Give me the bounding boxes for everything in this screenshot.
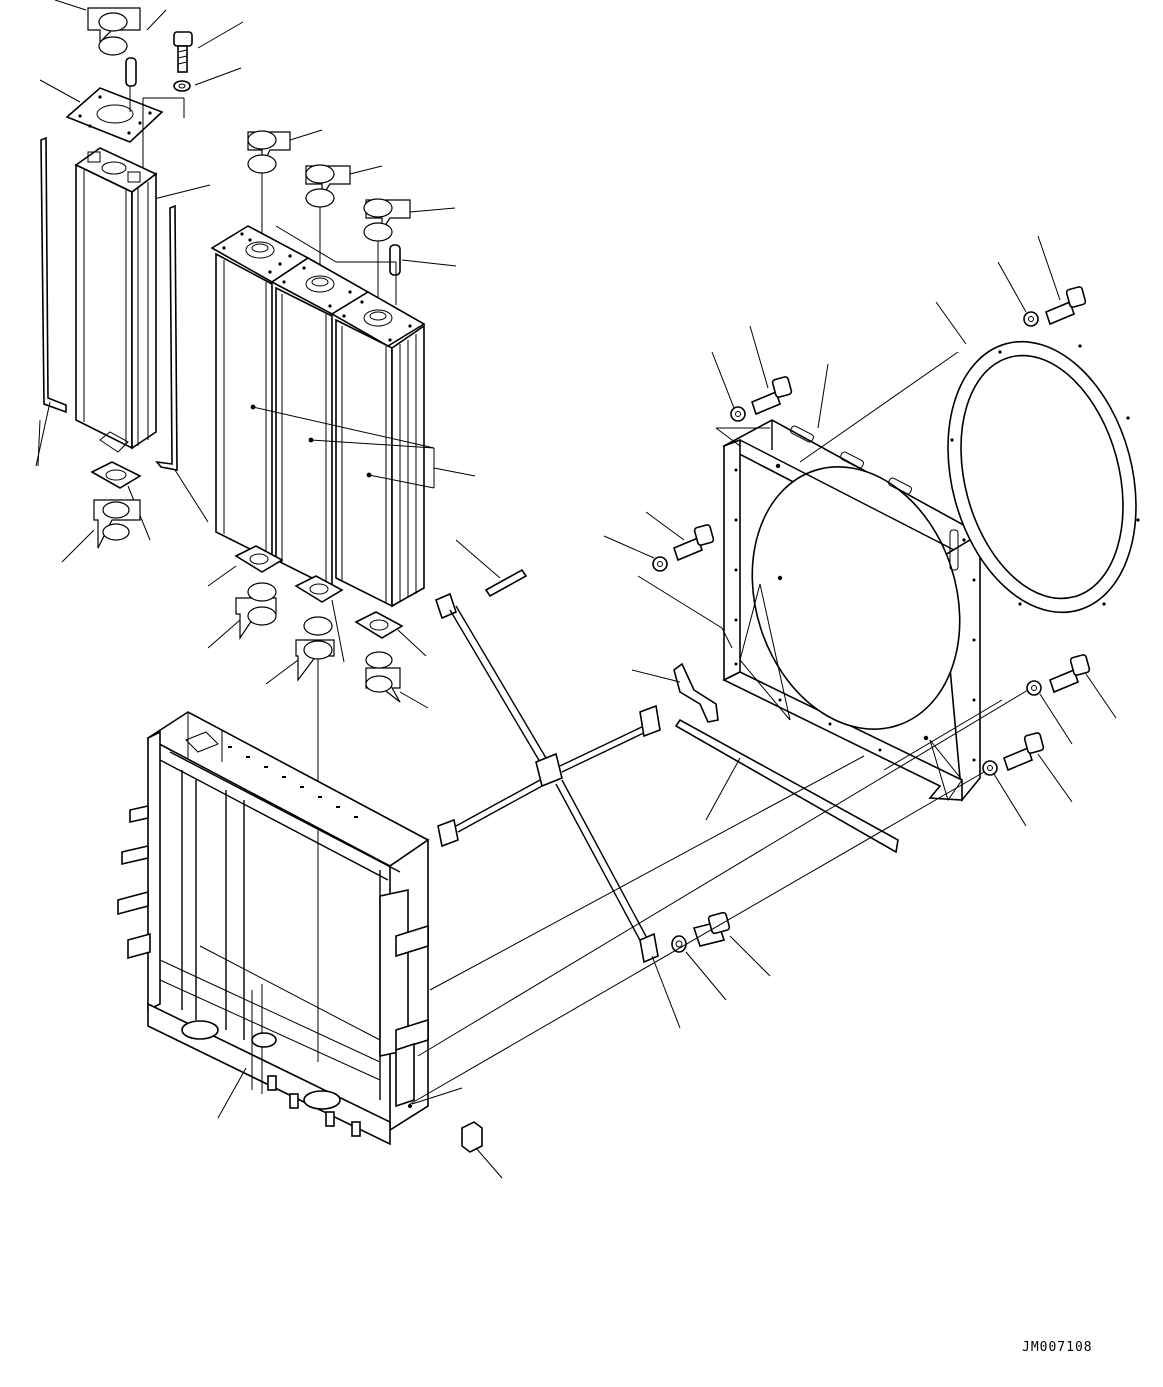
fan-shroud (722, 363, 982, 803)
seal-strip-long (674, 718, 899, 854)
seal-strip-right (155, 204, 178, 471)
single-core-assembly (35, 0, 244, 563)
cover-plate (65, 87, 164, 143)
washer (173, 80, 191, 92)
pin (125, 57, 137, 87)
mount-cushion (90, 461, 142, 489)
tag-blob (98, 36, 128, 56)
z-clip (631, 662, 719, 723)
radiator-core-single (74, 147, 158, 453)
bolt (173, 31, 193, 73)
fasteners-bottom-right (982, 654, 1117, 827)
fasteners-top (603, 235, 1087, 649)
dowel-pin (389, 244, 401, 276)
radiator-core-2 (270, 257, 370, 590)
drawing-number: JM007108 (1022, 1340, 1093, 1355)
radiator-core-1 (210, 225, 310, 562)
radiator-core-3 (330, 291, 426, 608)
fan-ring (799, 301, 1140, 771)
cap-block (461, 1121, 503, 1179)
tag-blob (98, 12, 128, 32)
seal-strip-left (40, 136, 67, 414)
bolt-washer-lower (671, 911, 771, 1001)
bracket-harness (435, 592, 681, 1029)
rod (455, 539, 528, 598)
radiator-frame (117, 711, 463, 1146)
triple-core-assembly (207, 129, 476, 1062)
